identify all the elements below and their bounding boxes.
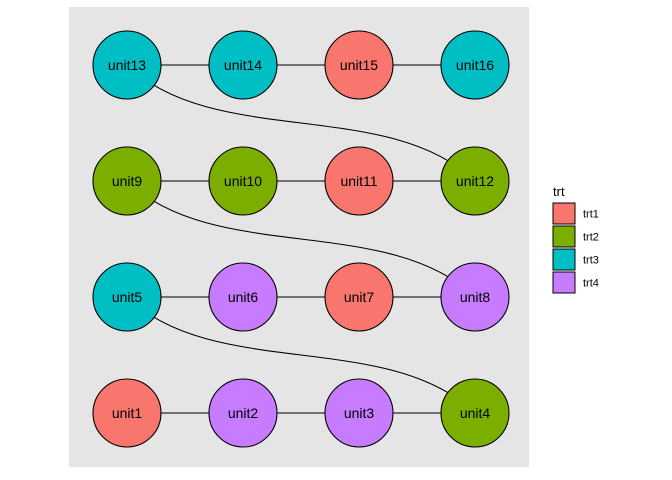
unit-circle	[208, 262, 278, 332]
unit-node-unit5: unit5	[92, 262, 162, 332]
unit-circle	[324, 378, 394, 448]
unit-label: unit8	[460, 289, 491, 305]
unit-circle	[440, 146, 510, 216]
unit-circle	[208, 146, 278, 216]
unit-label: unit7	[344, 289, 375, 305]
unit-node-unit10: unit10	[208, 146, 278, 216]
unit-circle	[324, 30, 394, 100]
unit-label: unit4	[460, 405, 491, 421]
unit-circle	[92, 30, 162, 100]
unit-node-unit2: unit2	[208, 378, 278, 448]
unit-circle	[208, 30, 278, 100]
unit-circle	[92, 146, 162, 216]
unit-node-unit15: unit15	[324, 30, 394, 100]
unit-node-unit12: unit12	[440, 146, 510, 216]
unit-circle	[324, 262, 394, 332]
legend-label-trt1: trt1	[583, 209, 599, 221]
node-layer: unit1 unit2 unit3 unit4 unit5 unit6 unit7 unit8…	[92, 30, 510, 448]
unit-circle	[208, 378, 278, 448]
unit-node-unit6: unit6	[208, 262, 278, 332]
unit-label: unit13	[108, 57, 146, 73]
edge-unit4-unit5	[126, 296, 476, 414]
edge-unit12-unit13	[126, 64, 476, 182]
legend-key-trt2	[552, 225, 576, 248]
unit-circle	[92, 262, 162, 332]
legend-label-trt2: trt2	[583, 232, 599, 244]
unit-label: unit16	[456, 57, 494, 73]
unit-node-unit7: unit7	[324, 262, 394, 332]
unit-node-unit13: unit13	[92, 30, 162, 100]
unit-circle	[440, 378, 510, 448]
legend-label-trt3: trt3	[583, 255, 599, 267]
unit-label: unit9	[112, 173, 143, 189]
unit-node-unit3: unit3	[324, 378, 394, 448]
legend-title: trt	[553, 184, 565, 199]
unit-node-unit8: unit8	[440, 262, 510, 332]
unit-label: unit2	[228, 405, 259, 421]
unit-node-unit1: unit1	[92, 378, 162, 448]
unit-circle	[440, 30, 510, 100]
legend: trt trt1 trt2 trt3 trt4	[552, 184, 599, 294]
unit-label: unit6	[228, 289, 259, 305]
unit-node-unit14: unit14	[208, 30, 278, 100]
unit-label: unit14	[224, 57, 262, 73]
unit-label: unit3	[344, 405, 375, 421]
unit-node-unit9: unit9	[92, 146, 162, 216]
unit-label: unit1	[112, 405, 143, 421]
unit-label: unit11	[340, 173, 377, 189]
unit-label: unit5	[112, 289, 143, 305]
unit-node-unit16: unit16	[440, 30, 510, 100]
unit-circle	[324, 146, 394, 216]
unit-node-unit11: unit11	[324, 146, 394, 216]
unit-label: unit10	[224, 173, 262, 189]
legend-key-trt4	[552, 271, 576, 294]
legend-label-trt4: trt4	[583, 278, 599, 290]
edge-unit8-unit9	[126, 180, 476, 298]
unit-label: unit12	[456, 173, 494, 189]
unit-node-unit4: unit4	[440, 378, 510, 448]
legend-key-trt1	[552, 202, 576, 225]
unit-circle	[92, 378, 162, 448]
legend-key-trt3	[552, 248, 576, 271]
unit-circle	[440, 262, 510, 332]
unit-label: unit15	[340, 57, 378, 73]
